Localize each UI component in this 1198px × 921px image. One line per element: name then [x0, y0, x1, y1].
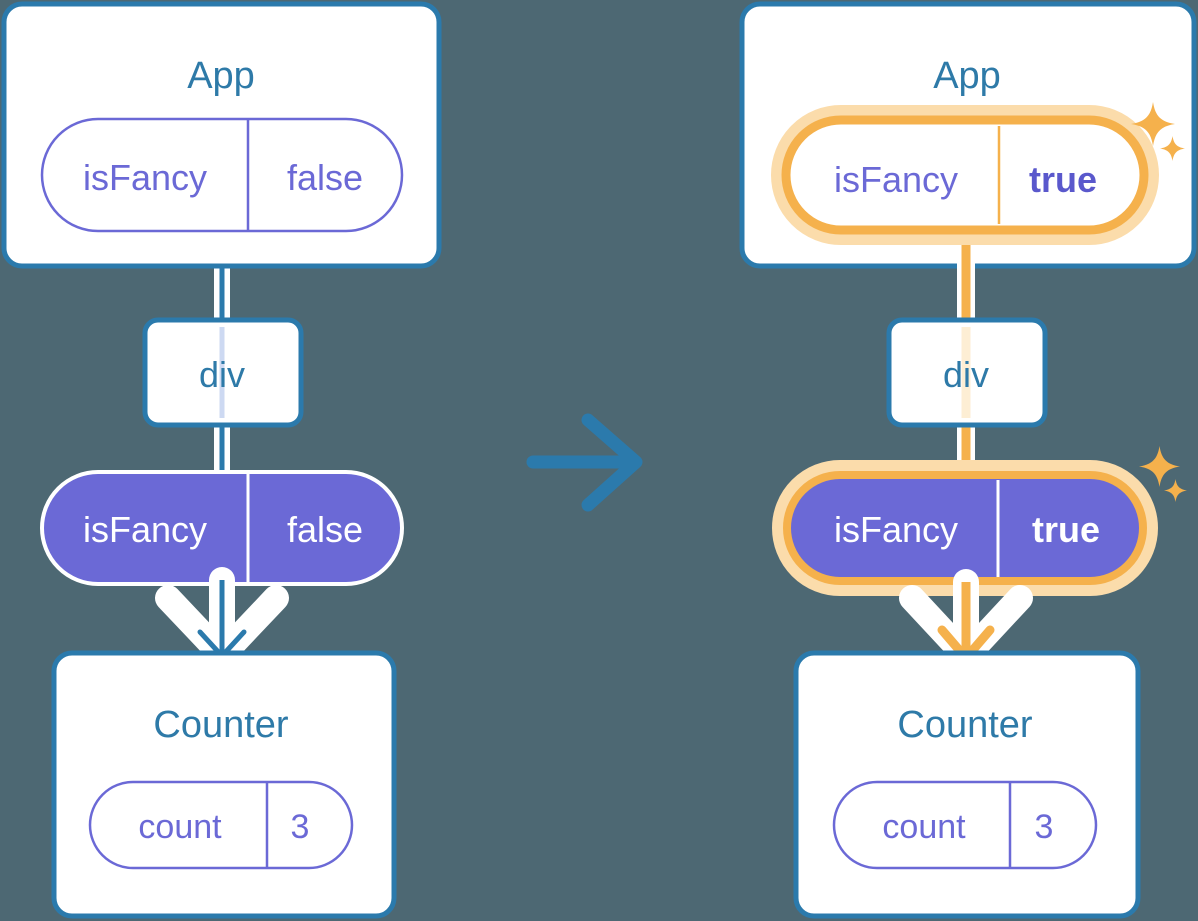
after-group: App isFancy true [739, 1, 1197, 919]
before-app-state-pill [40, 117, 404, 233]
after-div-box [886, 317, 1048, 428]
before-counter-state-pill [88, 780, 354, 870]
after-app-state-pill-ring [781, 115, 1149, 235]
before-counter-state-pill-shape [88, 780, 354, 870]
after-app-state-pill [771, 105, 1159, 245]
before-app-state-pill-shape [40, 117, 404, 233]
before-group: App isFancy false div isFancy false [1, 1, 442, 919]
after-counter-state-pill-shape [832, 780, 1098, 870]
before-down-arrow [155, 567, 289, 668]
sparkle-large-prop-icon [1139, 446, 1180, 487]
after-prop-pill-ring [783, 471, 1147, 585]
after-app-state-pill-glow [771, 105, 1159, 245]
sparkle-small-prop-icon [1164, 479, 1187, 502]
before-div-box [142, 317, 304, 428]
arrow-right-icon [526, 413, 643, 512]
arrow-right-icon-path [526, 413, 643, 512]
after-counter-state-pill [832, 780, 1098, 870]
